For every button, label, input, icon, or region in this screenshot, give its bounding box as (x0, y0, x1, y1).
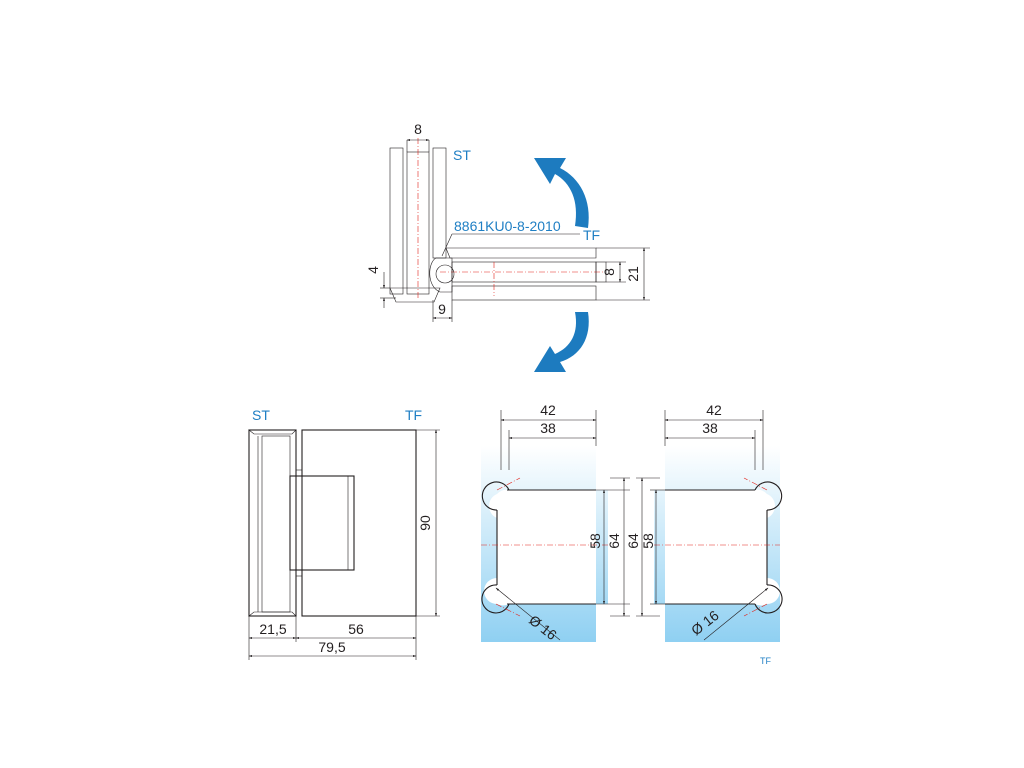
dim-cut2-38: 38 (702, 420, 718, 436)
st-clamp-right-plate (432, 147, 447, 259)
dim-front-height-90: 90 (417, 515, 433, 531)
label-tf-cut: TF (760, 656, 771, 666)
st-body-outer (248, 429, 297, 617)
st-clamp-foot (389, 287, 441, 303)
st-body-bevel (248, 429, 297, 617)
dim-front-width-56: 56 (348, 621, 364, 637)
dim-cut1-64: 64 (606, 533, 622, 549)
dim-cut2-64: 64 (625, 533, 641, 549)
front-view: ST TF 90 21,5 56 79,5 (248, 407, 440, 660)
hinge-pivot (429, 257, 453, 293)
tf-clamp-bottom-plate (451, 285, 597, 301)
tf-clamp-top-plate (445, 247, 597, 259)
dim-top-side-4: 4 (365, 266, 381, 274)
dim-cut2-42: 42 (706, 402, 722, 418)
glass-cutout-right: 42 38 64 58 Ø 16 TF (625, 402, 783, 666)
dim-top-glass-8: 8 (414, 121, 422, 137)
label-part-number: 8861KU0-8-2010 (454, 218, 561, 234)
hinge-block (289, 475, 355, 571)
cutout-outline-left (496, 489, 596, 605)
dim-front-width-21-5: 21,5 (259, 621, 286, 637)
hinge-pivot-circle (435, 264, 455, 284)
st-clamp-left-plate (389, 147, 404, 295)
dim-top-right-8: 8 (601, 268, 617, 276)
cutout-outline-right (665, 489, 768, 605)
label-st-top: ST (453, 147, 471, 163)
tf-glass-edge (595, 261, 607, 283)
dim-cut1-42: 42 (540, 402, 556, 418)
label-st-front: ST (252, 407, 270, 423)
dim-cut1-58: 58 (587, 533, 603, 549)
tf-body (301, 429, 417, 617)
dim-cut2-58: 58 (640, 533, 656, 549)
dim-front-total-79-5: 79,5 (318, 639, 345, 655)
glass-cutout-left: 42 38 58 64 Ø 16 (481, 402, 630, 643)
glass-panel-left (481, 446, 608, 642)
rotation-arrow-up-icon (534, 158, 589, 228)
dim-cut1-38: 38 (540, 420, 556, 436)
rotation-arrow-down-icon (534, 312, 589, 372)
glass-panel-right (654, 446, 780, 642)
label-tf-front: TF (405, 407, 422, 423)
dim-top-bottom-9: 9 (438, 301, 446, 317)
rotation-arrows (534, 158, 589, 372)
dim-top-right-21: 21 (625, 266, 641, 282)
st-body-inner (261, 435, 291, 613)
top-view: 8 ST 8861KU0-8-2010 TF 4 9 8 21 (365, 121, 650, 322)
label-tf-top: TF (583, 227, 600, 243)
